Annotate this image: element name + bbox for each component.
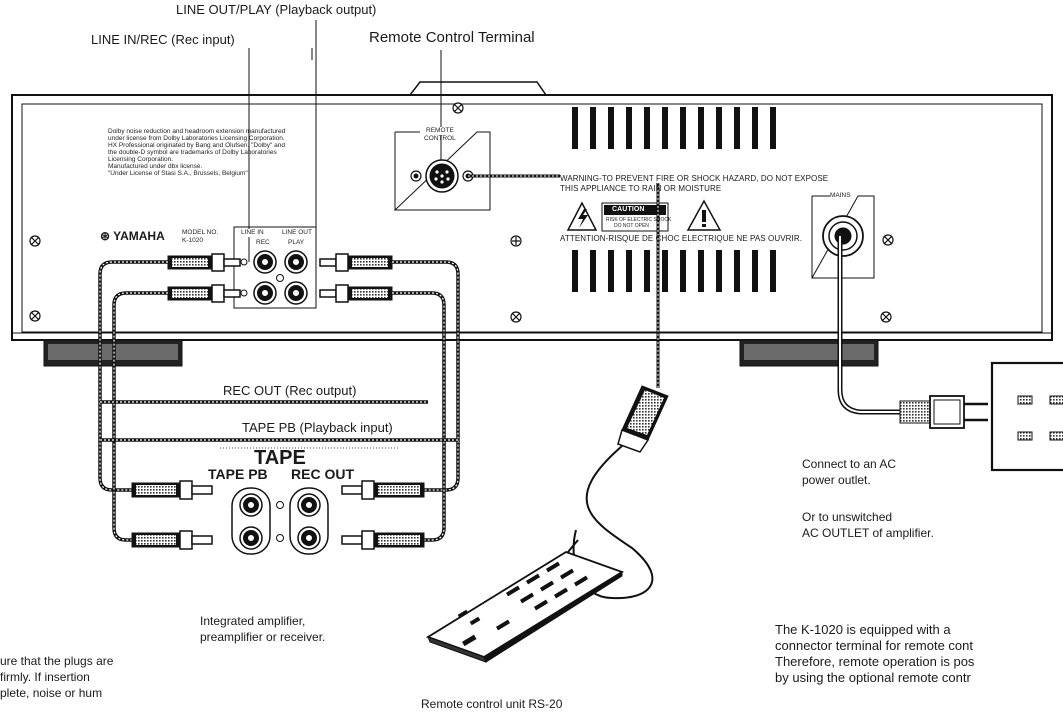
warning-line-1: WARNING-TO PREVENT FIRE OR SHOCK HAZARD,… bbox=[560, 174, 829, 183]
attention-line: ATTENTION-RISQUE DE CHOC ELECTRIQUE NE P… bbox=[560, 234, 803, 243]
screw bbox=[452, 102, 464, 114]
rec-out-cable bbox=[98, 260, 428, 542]
brand-logo: ⊛ YAMAHA bbox=[100, 229, 165, 243]
remote-control-unit bbox=[425, 539, 625, 663]
label-tape-pb: TAPE PB (Playback input) bbox=[238, 420, 397, 435]
rca-jack bbox=[297, 526, 321, 550]
rca-plug bbox=[131, 530, 213, 550]
dolby-text-5: Licensing Corporation. bbox=[108, 156, 174, 163]
screw bbox=[29, 310, 41, 322]
remote-control-socket bbox=[393, 131, 491, 211]
line-out-label: LINE OUT bbox=[282, 229, 312, 237]
line-jack-panel bbox=[233, 226, 317, 309]
label-line-out: LINE OUT/PLAY (Playback output) bbox=[176, 2, 377, 17]
mains-label: MAINS bbox=[830, 192, 851, 200]
note-left-line1: ure that the plugs are bbox=[0, 654, 114, 668]
brand-name: YAMAHA bbox=[113, 229, 165, 243]
model-label: MODEL NO. bbox=[182, 229, 219, 236]
dolby-text-6: Manufactured under dbx license. bbox=[108, 163, 203, 170]
note-right-line2: connector terminal for remote cont bbox=[775, 638, 973, 653]
tape-pb-heading: TAPE PB bbox=[208, 466, 268, 482]
panel-screws bbox=[29, 102, 894, 323]
caution-sub-2: DO NOT OPEN bbox=[614, 223, 649, 229]
remote-panel-label-2: CONTROL bbox=[424, 135, 456, 142]
rec-label: REC bbox=[256, 239, 270, 246]
note-left-line3: plete, noise or hum bbox=[0, 686, 103, 700]
power-cord bbox=[837, 236, 900, 415]
rca-plug-right-bottom bbox=[319, 284, 393, 303]
rec-out-heading: REC OUT bbox=[291, 466, 354, 482]
label-unswitched-line1: Or to unswitched bbox=[802, 510, 893, 524]
tape-rca-plugs bbox=[131, 480, 425, 550]
caution-sub-1: RISK OF ELECTRIC SHOCK bbox=[606, 217, 672, 223]
dolby-text-2: under license from Dolby Laboratories Li… bbox=[108, 135, 285, 142]
model-number: K-1020 bbox=[182, 237, 203, 244]
note-right-line4: by using the optional remote contr bbox=[775, 670, 971, 685]
note-right-line3: Therefore, remote operation is pos bbox=[775, 654, 975, 669]
tape-title: TAPE bbox=[254, 447, 306, 469]
caution-label: CAUTION bbox=[612, 206, 645, 213]
label-ac-line2: power outlet. bbox=[802, 473, 871, 487]
power-plug bbox=[899, 395, 988, 429]
play-label: PLAY bbox=[288, 239, 305, 246]
dolby-text-3: HX Professional originated by Bang and O… bbox=[108, 142, 285, 149]
label-ac-line1: Connect to an AC bbox=[802, 457, 897, 471]
screw bbox=[29, 235, 41, 247]
rca-jack bbox=[284, 250, 308, 274]
wall-outlet bbox=[990, 361, 1063, 472]
screw bbox=[880, 311, 892, 323]
label-integrated-line2: preamplifier or receiver. bbox=[200, 630, 326, 644]
vent-slots-bottom bbox=[572, 250, 776, 292]
tape-pb-cable bbox=[100, 260, 460, 542]
label-rec-out: REC OUT (Rec output) bbox=[219, 383, 361, 398]
dolby-text-7: "Under License of Stasi S.A., Brussels, … bbox=[108, 170, 248, 177]
label-remote-terminal: Remote Control Terminal bbox=[369, 29, 535, 46]
screw bbox=[510, 235, 522, 247]
line-in-label: LINE IN bbox=[241, 229, 264, 237]
rca-plug-left-top bbox=[167, 253, 241, 272]
screw bbox=[882, 234, 894, 246]
amplifier-tape-jacks bbox=[220, 447, 398, 555]
remote-panel-label-1: REMOTE bbox=[426, 127, 454, 135]
rca-plug bbox=[341, 530, 425, 550]
label-integrated-line1: Integrated amplifier, bbox=[200, 614, 306, 628]
rca-plug bbox=[131, 480, 213, 500]
rca-plug-right-top bbox=[319, 253, 393, 272]
rca-jack bbox=[297, 493, 321, 517]
dolby-text-4: the double-D symbol are trademarks of Do… bbox=[108, 149, 277, 156]
note-right-line1: The K-1020 is equipped with a bbox=[775, 622, 951, 637]
deck-rca-plugs bbox=[167, 253, 393, 303]
deck-inner-frame bbox=[21, 103, 1043, 333]
rca-jack bbox=[253, 250, 277, 274]
label-remote-unit: Remote control unit RS-20 bbox=[421, 697, 563, 711]
rca-plug-left-bottom bbox=[167, 284, 241, 303]
rca-jack bbox=[239, 493, 263, 517]
vent-slots-top bbox=[572, 107, 776, 149]
remote-din-plug bbox=[617, 385, 669, 453]
rca-jack bbox=[253, 281, 277, 305]
warning-line-2: THIS APPLIANCE TO RAIN OR MOISTURE bbox=[560, 184, 722, 193]
rca-jack bbox=[239, 526, 263, 550]
dolby-text-1: Dolby noise reduction and headroom exten… bbox=[108, 128, 286, 135]
rca-plug bbox=[341, 480, 425, 500]
label-unswitched-line2: AC OUTLET of amplifier. bbox=[802, 526, 934, 540]
rca-jack bbox=[284, 281, 308, 305]
deck-feet bbox=[43, 339, 879, 367]
label-line-in: LINE IN/REC (Rec input) bbox=[91, 32, 235, 47]
screw bbox=[510, 311, 522, 323]
note-left-line2: firmly. If insertion bbox=[0, 670, 90, 684]
